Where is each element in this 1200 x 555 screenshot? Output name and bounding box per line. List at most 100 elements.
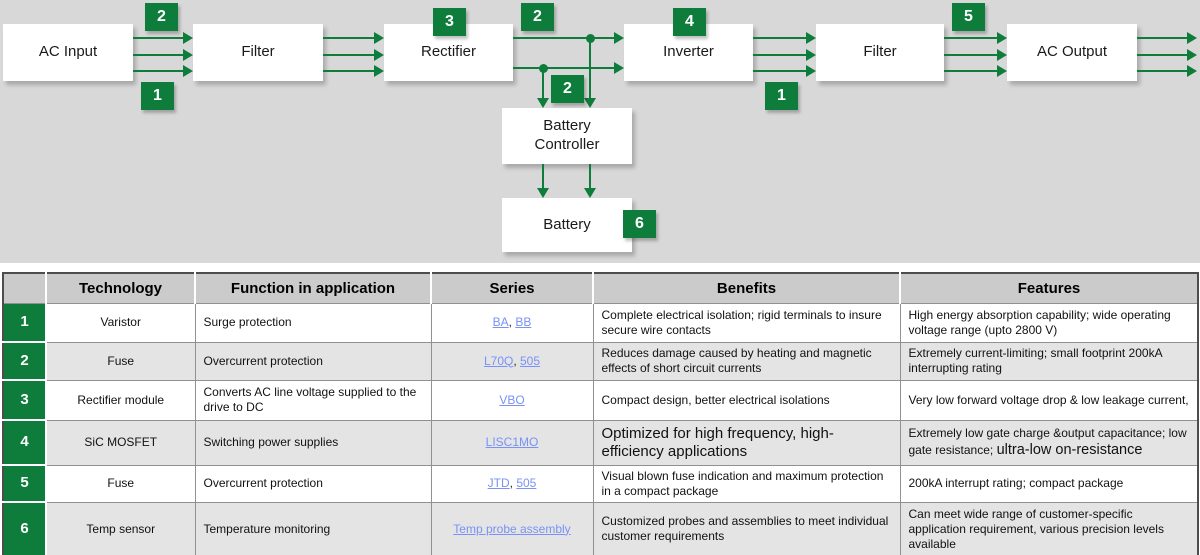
series-link[interactable]: JTD — [487, 476, 510, 490]
series-cell: JTD, 505 — [430, 464, 594, 503]
row-number-badge: 5 — [3, 464, 47, 503]
flow-line — [753, 70, 807, 72]
series-cell: L70Q, 505 — [430, 341, 594, 381]
function-cell: Switching power supplies — [194, 419, 432, 466]
function-cell: Surge protection — [194, 302, 432, 343]
technology-table: Technology Function in application Serie… — [2, 272, 1199, 555]
badge-5-filter-output: 5 — [952, 3, 985, 31]
badge-1-input-filter: 1 — [141, 82, 174, 110]
arrow-right-icon — [374, 32, 384, 44]
flow-line — [944, 70, 998, 72]
features-text-emphasis: ultra-low on-resistance — [996, 441, 1143, 458]
benefits-cell: Reduces damage caused by heating and mag… — [592, 341, 901, 381]
header-function: Function in application — [194, 273, 432, 304]
features-cell: Can meet wide range of customer-specific… — [899, 501, 1199, 555]
row-number-badge: 6 — [3, 501, 47, 555]
dc-bus-line — [513, 67, 615, 69]
flow-line — [133, 54, 184, 56]
arrow-right-icon — [183, 32, 193, 44]
function-cell: Converts AC line voltage supplied to the… — [194, 379, 432, 421]
arrow-right-icon — [806, 32, 816, 44]
table-row: 2 Fuse Overcurrent protection L70Q, 505 … — [3, 341, 1199, 381]
arrow-right-icon — [997, 65, 1007, 77]
arrow-right-icon — [1187, 49, 1197, 61]
series-link[interactable]: VBO — [499, 392, 525, 407]
technology-cell: Fuse — [45, 341, 196, 381]
function-cell: Temperature monitoring — [194, 501, 432, 555]
flow-line — [542, 68, 544, 99]
series-separator: , — [509, 476, 517, 490]
benefits-cell: Visual blown fuse indication and maximum… — [592, 464, 901, 503]
table-row: 3 Rectifier module Converts AC line volt… — [3, 379, 1199, 421]
arrow-right-icon — [997, 49, 1007, 61]
benefits-cell: Optimized for high frequency, high-effic… — [592, 419, 901, 466]
benefits-cell: Customized probes and assemblies to meet… — [592, 501, 901, 555]
arrow-right-icon — [1187, 65, 1197, 77]
flow-line — [133, 37, 184, 39]
badge-2-input-filter: 2 — [145, 3, 178, 31]
badge-6-battery: 6 — [623, 210, 656, 238]
series-link[interactable]: BA — [492, 315, 509, 329]
header-features: Features — [899, 273, 1198, 304]
flow-line — [1137, 54, 1188, 56]
features-cell: 200kA interrupt rating; compact package — [899, 464, 1199, 503]
arrow-right-icon — [614, 62, 624, 74]
table-header-row: Technology Function in application Serie… — [3, 273, 1198, 304]
technology-cell: Temp sensor — [45, 501, 196, 555]
block-battery: Battery — [502, 198, 632, 252]
badge-2-dc-bus: 2 — [521, 3, 554, 31]
series-cell: LISC1MO — [430, 419, 594, 466]
header-technology: Technology — [45, 273, 196, 304]
series-link[interactable]: 505 — [520, 353, 541, 368]
block-battery-controller: Battery Controller — [502, 108, 632, 164]
technology-cell: Rectifier module — [45, 379, 196, 421]
series-link[interactable]: LISC1MO — [485, 435, 539, 449]
badge-2-battery-branch: 2 — [551, 75, 584, 103]
arrow-down-icon — [584, 98, 596, 108]
flow-line — [589, 38, 591, 99]
power-flow-diagram: AC Input Filter Rectifier Inverter Filte… — [0, 0, 1200, 263]
series-cell: BA, BB — [430, 302, 594, 343]
arrow-right-icon — [1187, 32, 1197, 44]
series-separator: , — [513, 353, 520, 368]
technology-cell: SiC MOSFET — [45, 419, 196, 466]
arrow-right-icon — [614, 32, 624, 44]
series-link[interactable]: L70Q — [483, 353, 514, 368]
table-row: 5 Fuse Overcurrent protection JTD, 505 V… — [3, 464, 1199, 503]
flow-line — [323, 37, 375, 39]
row-number-badge: 3 — [3, 379, 47, 421]
features-cell: Extremely low gate charge &output capaci… — [899, 419, 1199, 466]
features-cell: Extremely current-limiting; small footpr… — [899, 341, 1199, 381]
row-number-badge: 2 — [3, 341, 47, 381]
flow-line — [589, 164, 591, 189]
header-benefits: Benefits — [592, 273, 901, 304]
series-cell: Temp probe assembly — [430, 501, 594, 555]
block-filter-1: Filter — [193, 24, 323, 81]
arrow-right-icon — [806, 49, 816, 61]
flow-line — [944, 54, 998, 56]
dc-bus-line — [513, 37, 615, 39]
function-cell: Overcurrent protection — [194, 464, 432, 503]
badge-1-inverter-filter: 1 — [765, 82, 798, 110]
series-link[interactable]: BB — [515, 315, 532, 329]
flow-line — [323, 54, 375, 56]
technology-cell: Varistor — [45, 302, 196, 343]
features-cell: Very low forward voltage drop & low leak… — [899, 379, 1199, 421]
header-corner — [3, 273, 47, 304]
series-link[interactable]: Temp probe assembly — [453, 521, 571, 536]
header-series: Series — [430, 273, 594, 304]
series-separator: , — [508, 315, 516, 329]
block-filter-2: Filter — [816, 24, 944, 81]
arrow-right-icon — [183, 65, 193, 77]
arrow-right-icon — [374, 49, 384, 61]
table-row: 4 SiC MOSFET Switching power supplies LI… — [3, 419, 1199, 466]
series-link[interactable]: 505 — [516, 476, 537, 490]
arrow-down-icon — [537, 98, 549, 108]
table-row: 1 Varistor Surge protection BA, BB Compl… — [3, 302, 1199, 343]
block-ac-output: AC Output — [1007, 24, 1137, 81]
flow-line — [133, 70, 184, 72]
arrow-down-icon — [537, 188, 549, 198]
row-number-badge: 1 — [3, 302, 47, 343]
flow-line — [1137, 70, 1188, 72]
